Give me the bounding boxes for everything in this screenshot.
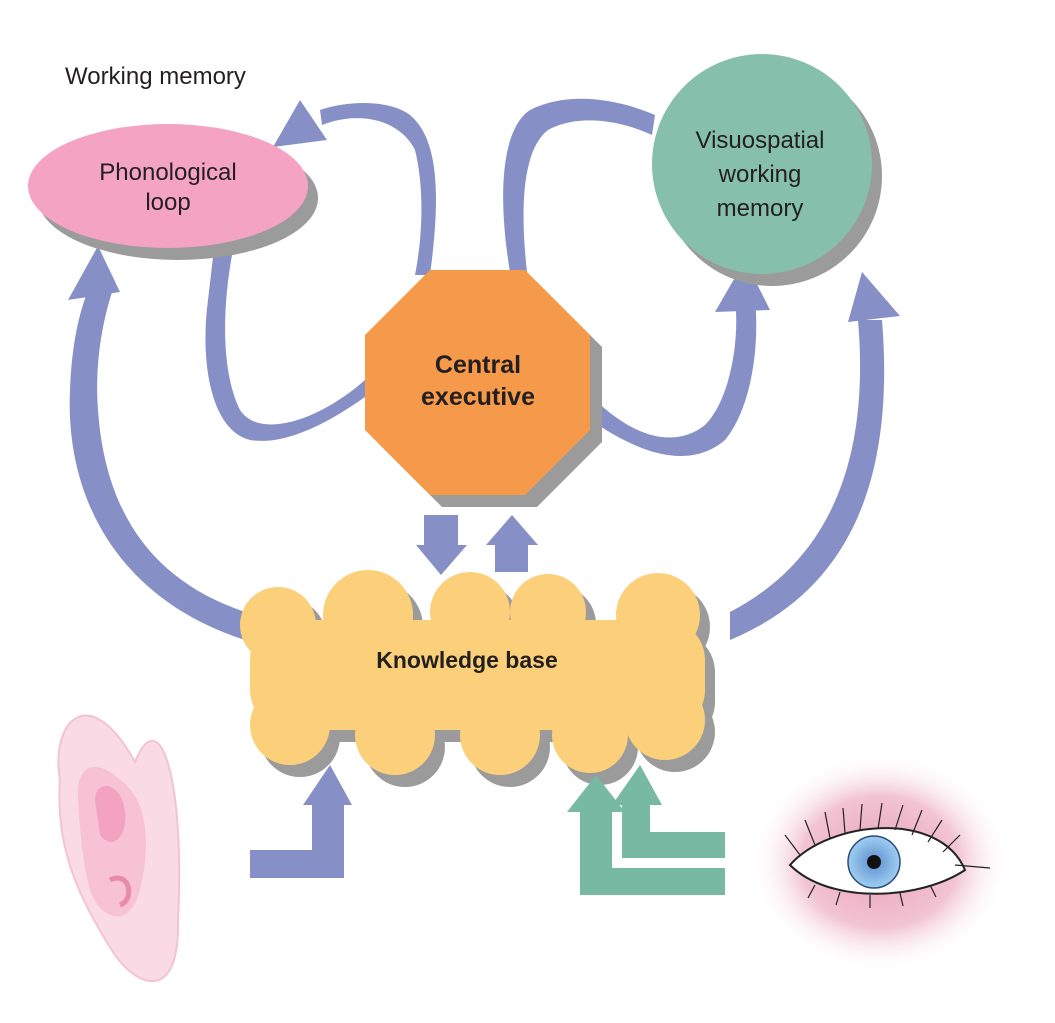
- visuospatial-node: Visuospatial working memory: [652, 54, 882, 286]
- arrow-kb-to-visuospatial: [730, 272, 900, 640]
- arrow-kb-to-executive: [486, 515, 538, 572]
- knowledge-base-node: Knowledge base: [240, 570, 715, 787]
- arrow-ear-to-kb: [250, 765, 352, 878]
- visuospatial-label-2: working: [718, 161, 802, 188]
- visuospatial-label-1: Visuospatial: [696, 127, 825, 154]
- eye-icon: [750, 752, 1010, 972]
- arrow-eye-to-kb-inner: [612, 765, 725, 858]
- phonological-loop-label-1: Phonological: [99, 159, 236, 186]
- arrow-kb-to-phonological: [68, 246, 245, 640]
- central-executive-label-2: executive: [421, 383, 535, 411]
- arrow-eye-to-kb-outer: [567, 775, 725, 895]
- knowledge-base-label: Knowledge base: [376, 647, 557, 673]
- phonological-loop-label-2: loop: [145, 189, 190, 216]
- ear-icon: [57, 714, 181, 983]
- central-executive-label-1: Central: [435, 351, 521, 379]
- loop-executive-visuospatial: [503, 98, 770, 456]
- visuospatial-label-3: memory: [717, 195, 804, 222]
- loop-executive-phonological: [205, 100, 436, 441]
- arrow-executive-to-kb: [416, 515, 467, 575]
- central-executive-node: Central executive: [365, 270, 602, 507]
- diagram-title: Working memory: [65, 63, 246, 90]
- phonological-loop-node: Phonological loop: [28, 124, 318, 260]
